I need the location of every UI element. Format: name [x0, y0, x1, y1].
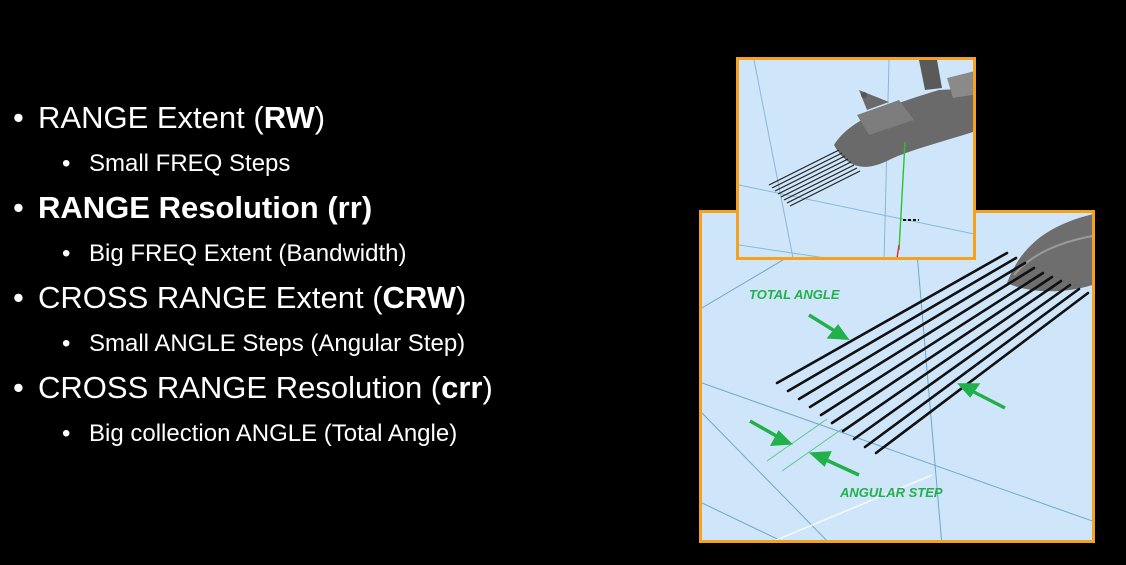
bullet-list: • RANGE Extent (RW) • Small FREQ Steps •…	[13, 100, 493, 447]
bullet-abbrev: CRW	[382, 280, 457, 315]
bullet-close: )	[314, 100, 326, 135]
bullet-glyph: •	[62, 420, 71, 447]
angular-step-label: ANGULAR STEP	[840, 485, 943, 500]
scan-line-bundle	[768, 149, 861, 207]
sub-bullet-text: Small ANGLE Steps (Angular Step)	[89, 330, 466, 357]
aircraft-body	[834, 60, 973, 167]
sar-geometry-figure: TOTAL ANGLE ANGULAR STEP	[699, 210, 1095, 543]
bullet-glyph: •	[62, 330, 71, 357]
bullet-text: RANGE Resolution (	[38, 190, 338, 225]
bullet-close: )	[361, 190, 373, 225]
bullet-glyph: •	[13, 280, 24, 315]
axis-lines	[896, 141, 919, 257]
sub-bullet-text: Big collection ANGLE (Total Angle)	[89, 420, 458, 447]
bullet-text: CROSS RANGE Extent (	[38, 280, 383, 315]
bullet-glyph: •	[13, 190, 24, 225]
bullet-glyph: •	[62, 240, 71, 267]
bullet-glyph: •	[13, 100, 24, 135]
scan-line-bundle	[775, 251, 1090, 455]
sub-bullet-text: Small FREQ Steps	[89, 150, 291, 177]
sub-bullet-text: Big FREQ Extent (Bandwidth)	[89, 240, 407, 267]
aircraft-nose	[1007, 214, 1092, 292]
angular-step-lines	[766, 418, 843, 472]
sar-geometry-drawing	[702, 213, 1092, 540]
bullet-text: CROSS RANGE Resolution (	[38, 370, 442, 405]
white-baseline	[774, 474, 933, 540]
total-angle-label: TOTAL ANGLE	[749, 287, 840, 302]
bullet-abbrev: crr	[441, 370, 483, 405]
bullet-close: )	[482, 370, 493, 405]
bullet-abbrev: rr	[337, 190, 362, 225]
bullet-text: RANGE Extent (	[38, 100, 264, 135]
aircraft-inset-figure	[736, 57, 976, 260]
bullet-abbrev: RW	[263, 100, 315, 135]
bullet-glyph: •	[13, 370, 24, 405]
bullet-close: )	[456, 280, 467, 315]
grid-lines	[739, 60, 973, 257]
aircraft-inset-drawing	[739, 60, 973, 257]
bullet-glyph: •	[62, 150, 71, 177]
annotation-arrows	[749, 313, 1006, 477]
